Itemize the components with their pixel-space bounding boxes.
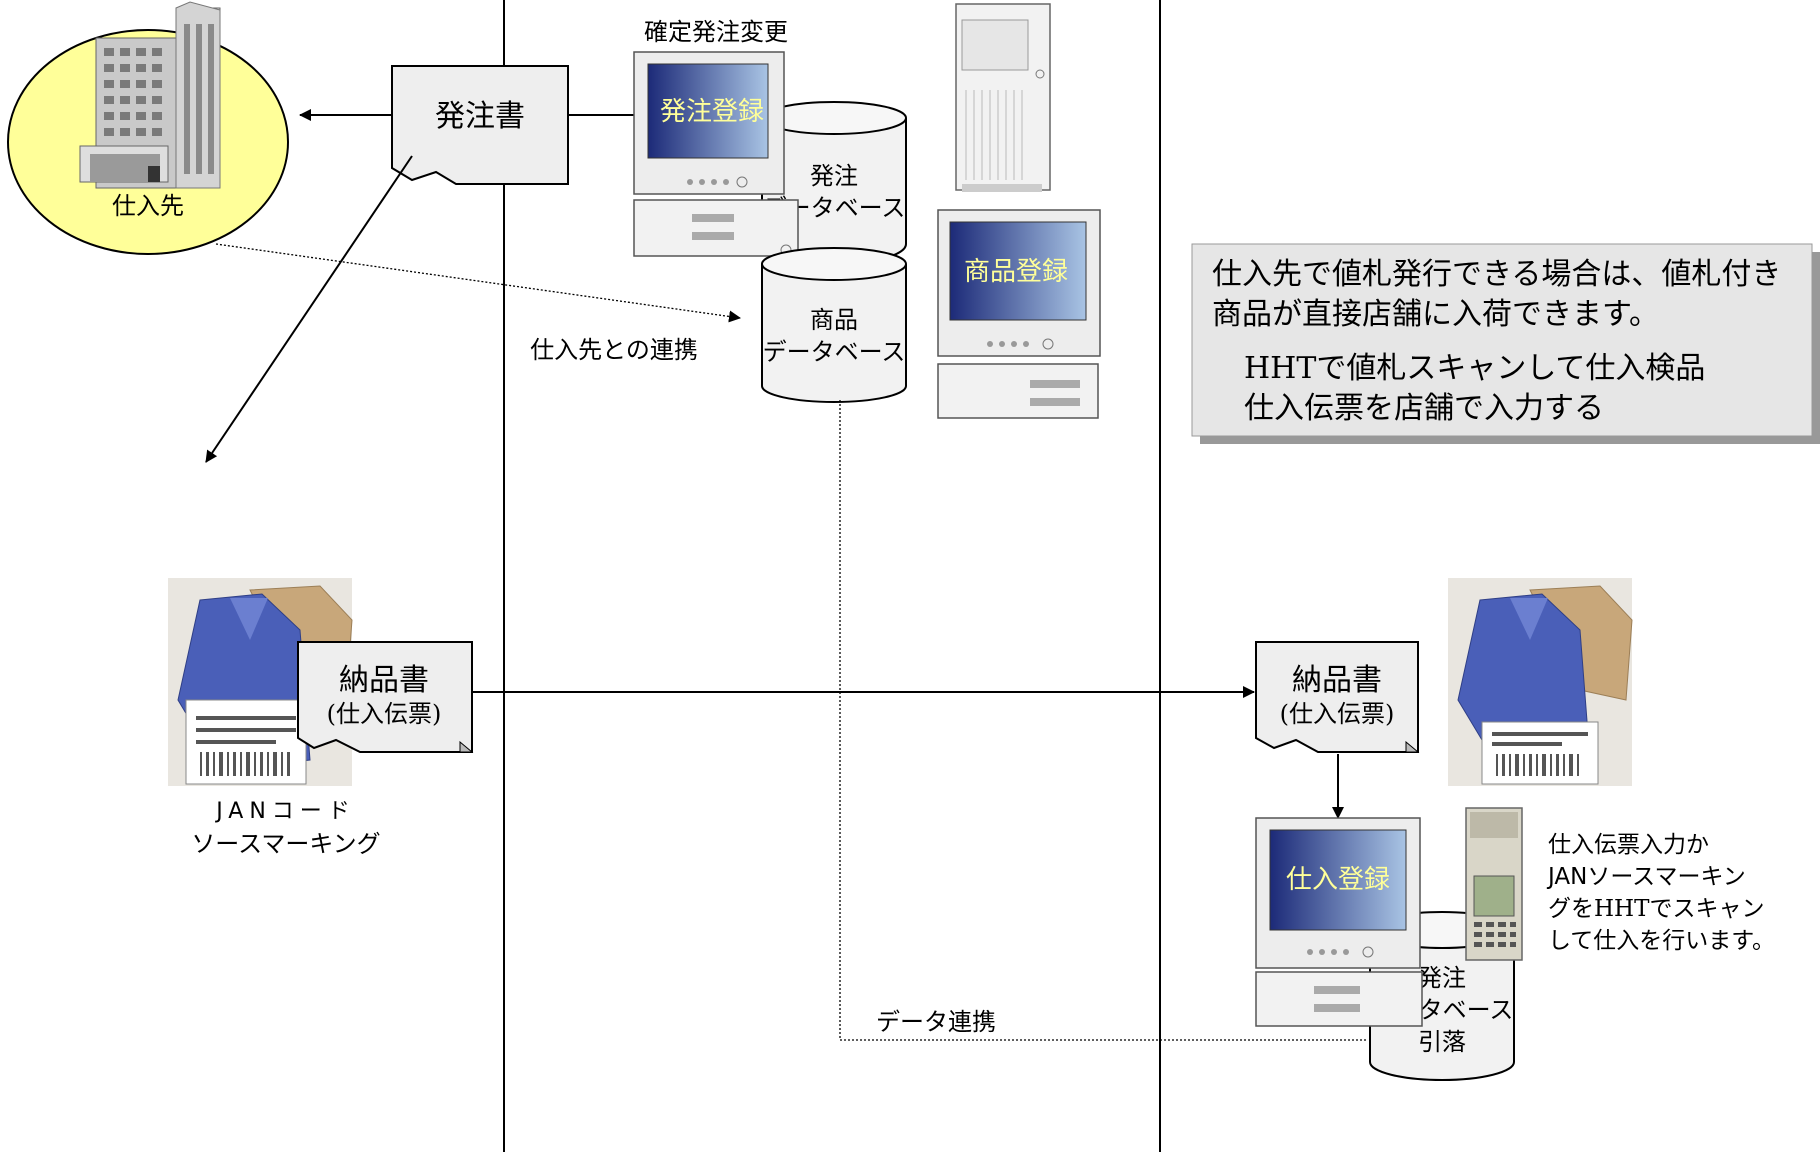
order-terminal-screen	[647, 63, 769, 159]
note-line-2: 商品が直接店舗に入荷できます。	[1212, 297, 1659, 332]
supplier-node: 仕入先	[7, 1, 289, 255]
delivery-note-left-label-1: 納品書	[339, 663, 429, 698]
product-database-label-2: データベース	[763, 338, 906, 366]
store-order-database-label-1: 発注	[1418, 964, 1466, 992]
jan-label-line-2: ソースマーキング	[191, 830, 380, 858]
supplier-link-connector	[215, 243, 741, 323]
hht-note-line-1: 仕入伝票入力か	[1548, 832, 1709, 858]
product-terminal-screen-label: 商品登録	[964, 257, 1068, 287]
hht-scanner-icon	[1465, 807, 1523, 961]
delivery-note-left-label-2: (仕入伝票)	[327, 700, 442, 728]
delivery-note-right: 納品書 (仕入伝票)	[1255, 641, 1420, 753]
receive-terminal-screen-label: 仕入登録	[1286, 865, 1390, 895]
delivery-note-right-label-1: 納品書	[1292, 663, 1382, 698]
data-link-connector	[839, 400, 1368, 1041]
purchase-order-label: 発注書	[435, 99, 525, 134]
product-terminal-screen	[949, 221, 1087, 321]
server-tower-icon	[955, 3, 1051, 192]
product-terminal: 商品登録	[937, 209, 1101, 419]
supplier-label: 仕入先	[112, 192, 184, 220]
hht-note-line-2: JANソースマーキン	[1546, 864, 1746, 890]
delivery-note-right-label-2: (仕入伝票)	[1280, 700, 1395, 728]
product-database: 商品 データベース	[760, 247, 908, 403]
jan-label-line-1: JANコード	[214, 799, 356, 824]
store-order-database-label-3: 引落	[1418, 1028, 1466, 1056]
office-building-icon	[79, 1, 221, 189]
delivery-note-left: 納品書 (仕入伝票)	[297, 641, 474, 753]
order-terminal-caption: 確定発注変更	[644, 18, 788, 46]
receive-terminal: 仕入登録	[1255, 817, 1423, 1027]
receive-terminal-screen	[1269, 829, 1407, 931]
info-note: 仕入先で値札発行できる場合は、値札付き 商品が直接店舗に入荷できます。 HHTで…	[1191, 243, 1820, 444]
note-line-3: HHTで値札スキャンして仕入検品	[1244, 351, 1705, 386]
data-link-label: データ連携	[876, 1008, 996, 1036]
order-terminal-screen-label: 発注登録	[660, 97, 764, 127]
purchase-order-document: 発注書	[391, 65, 569, 185]
supplier-link-label: 仕入先との連携	[530, 336, 698, 364]
hht-note-line-3: グをHHTでスキャン	[1548, 896, 1764, 922]
note-line-1: 仕入先で値札発行できる場合は、値札付き	[1212, 257, 1781, 292]
shirts-photo-right	[1448, 578, 1633, 786]
note-line-4: 仕入伝票を店舗で入力する	[1244, 391, 1604, 426]
product-database-label-1: 商品	[810, 306, 858, 334]
arrow-po-to-invoice	[205, 155, 413, 463]
order-database-label-1: 発注	[810, 162, 858, 190]
order-terminal: 確定発注変更 発注登録	[633, 18, 799, 257]
hht-note-line-4: して仕入を行います。	[1548, 928, 1775, 954]
